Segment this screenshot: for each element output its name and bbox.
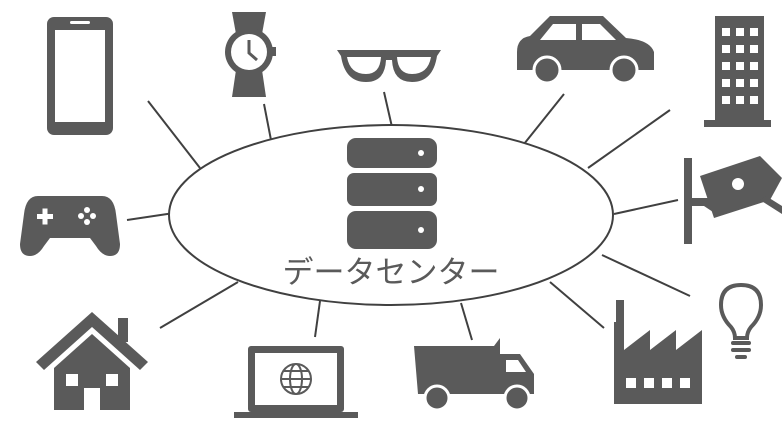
connector-truck (460, 302, 473, 341)
cctv-camera-icon (684, 156, 782, 244)
building-icon (704, 16, 771, 127)
connector-factory (549, 281, 605, 329)
connector-watch (263, 103, 272, 141)
connector-glasses (383, 91, 393, 128)
connector-car (523, 93, 565, 145)
dump-truck-icon (414, 338, 534, 412)
laptop-globe-icon (234, 346, 358, 418)
hub-label: データセンター (283, 255, 500, 291)
gamepad-icon (20, 196, 120, 256)
connector-camera (613, 199, 679, 215)
factory-icon (614, 300, 702, 404)
watch-icon (225, 12, 276, 97)
car-icon (517, 16, 654, 85)
connector-house (159, 281, 239, 329)
glasses-icon (337, 50, 441, 82)
lightbulb-icon (718, 282, 764, 359)
connector-lines (126, 91, 691, 341)
connector-smartphone (147, 100, 201, 169)
connector-building (587, 109, 671, 169)
connector-lightbulb (601, 254, 691, 297)
connector-laptop (314, 300, 321, 338)
smartphone-icon (47, 17, 113, 135)
connector-gamepad (126, 212, 175, 221)
house-icon (36, 312, 148, 410)
database-icon (347, 138, 437, 249)
